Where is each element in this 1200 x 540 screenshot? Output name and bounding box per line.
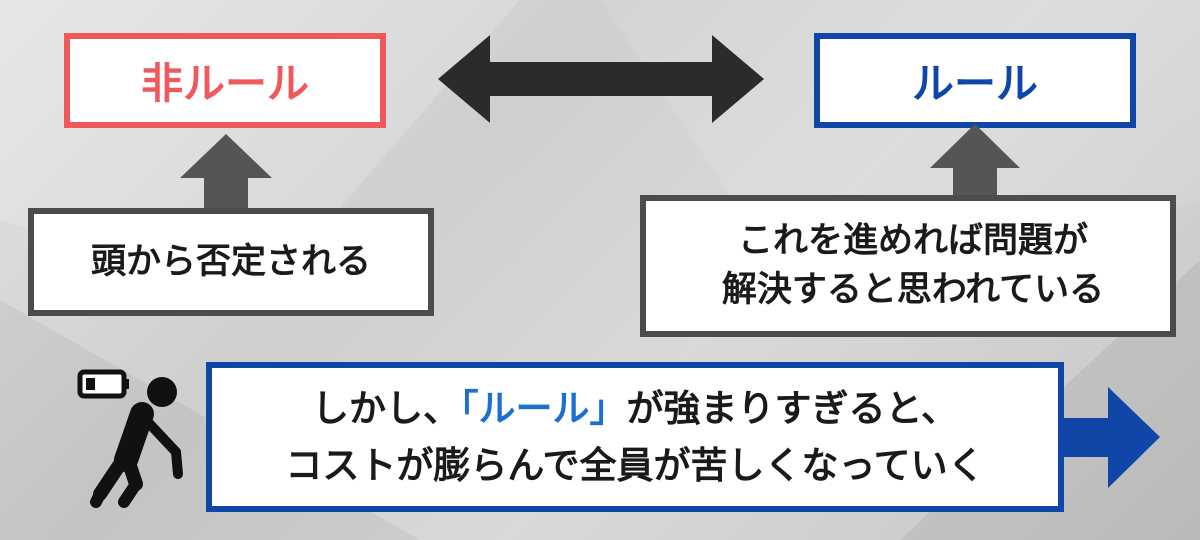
conclusion-prefix: しかし、 xyxy=(311,386,460,430)
non-rule-box: 非ルール xyxy=(64,33,386,128)
conclusion-line2: コストが膨らんで全員が苦しくなっていく xyxy=(285,444,985,487)
conclusion-line1: しかし、「ルール」が強まりすぎると、 xyxy=(312,380,958,437)
solve-text-line2: 解決すると思われている xyxy=(721,270,1105,310)
rule-label: ルール xyxy=(911,59,1038,108)
solve-text-line1: これを進めれば問題が xyxy=(737,221,1088,261)
non-rule-label: 非ルール xyxy=(140,59,309,108)
conclusion-suffix: が強まりすぎると、 xyxy=(626,386,959,430)
denied-box: 頭から否定される xyxy=(28,208,434,316)
conclusion-box: しかし、「ルール」が強まりすぎると、 コストが膨らんで全員が苦しくなっていく xyxy=(206,362,1064,512)
denied-text: 頭から否定される xyxy=(90,241,371,282)
rule-highlight: 「ルール」 xyxy=(459,386,627,430)
solve-box: これを進めれば問題が 解決すると思われている xyxy=(640,195,1176,337)
